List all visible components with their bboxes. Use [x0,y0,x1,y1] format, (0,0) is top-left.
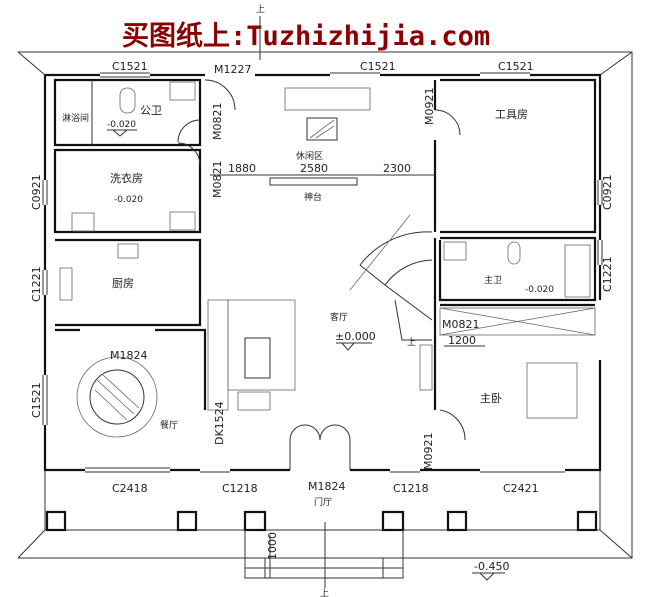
window-top-mid: C1521 [360,60,396,73]
porch [45,510,598,588]
exterior-walls [42,72,603,473]
window-right-2: C1221 [601,256,614,292]
door-wc: M0821 [211,103,224,141]
window-bottom-2: C1218 [222,482,258,495]
elevation-markers [107,129,505,581]
room-living: 客厅 [330,311,348,323]
window-right-1: C0921 [601,174,614,210]
tv-cabinet [419,344,433,391]
room-public-wc: 公卫 [140,104,162,117]
window-left-1: C0921 [30,174,43,210]
elevation-living: ±0.000 [335,330,376,343]
room-tool: 工具房 [495,108,528,121]
up-arrow-label-entry: 上 [320,588,329,597]
window-top-right: C1521 [498,60,534,73]
room-dining: 餐厅 [160,419,178,431]
door-opening: DK1524 [213,401,226,445]
leisure-sofa [284,87,371,111]
door-tool: M0921 [423,88,436,126]
window-left-3: C1521 [30,382,43,418]
living-sofa [207,299,229,411]
interior-walls [53,78,597,470]
room-shower: 淋浴间 [62,112,89,124]
room-kitchen: 厨房 [112,277,134,290]
door-laundry: M0821 [211,161,224,199]
dimension-1200: 1200 [448,334,476,347]
washer [71,212,95,232]
window-bottom-1: C2418 [112,482,148,495]
room-leisure: 休闲区 [296,150,323,162]
window-top-left: C1521 [112,60,148,73]
window-bottom-3: C1218 [393,482,429,495]
door-dining: M1824 [110,349,148,362]
up-arrow-label-top: 上 [256,4,265,15]
coffee-table [244,337,271,379]
stove [117,243,139,259]
staircase [349,214,433,341]
bed [526,362,578,419]
dining-table [89,369,145,425]
kitchen-sink [59,267,73,301]
up-arrow-label-stairs: 上 [407,337,416,348]
roof-outline [17,51,633,559]
dimension-1880: 1880 [228,162,256,175]
wardrobe [439,307,596,336]
toilet [119,87,136,114]
elevation-master-bath: -0.020 [525,285,554,295]
elevation-wc: -0.020 [107,120,136,130]
room-master-bed: 主卧 [480,392,502,405]
furniture [59,81,596,438]
dimension-2300: 2300 [383,162,411,175]
door-top: M1227 [214,63,252,76]
room-laundry: 洗衣房 [110,171,143,185]
room-master-bath: 主卫 [484,274,502,286]
elevation-laundry: -0.020 [114,195,143,205]
window-left-2: C1221 [30,266,43,302]
watermark: 买图纸上:Tuzhizhijia.com [122,20,490,52]
door-master-bath: M0821 [442,318,480,331]
dimension-2580: 2580 [300,162,328,175]
dimension-1000: 1000 [266,532,279,560]
door-master-bed: M0921 [422,433,435,471]
elevation-outside: -0.450 [474,560,509,573]
dimension-lines [269,345,485,578]
sink [169,81,196,101]
leisure-table [306,117,338,141]
door-main: M1824 [308,480,346,493]
bathtub [564,244,591,298]
window-bottom-4: C2421 [503,482,539,495]
room-foyer: 门厅 [314,496,332,508]
room-shrine: 神台 [304,191,322,203]
